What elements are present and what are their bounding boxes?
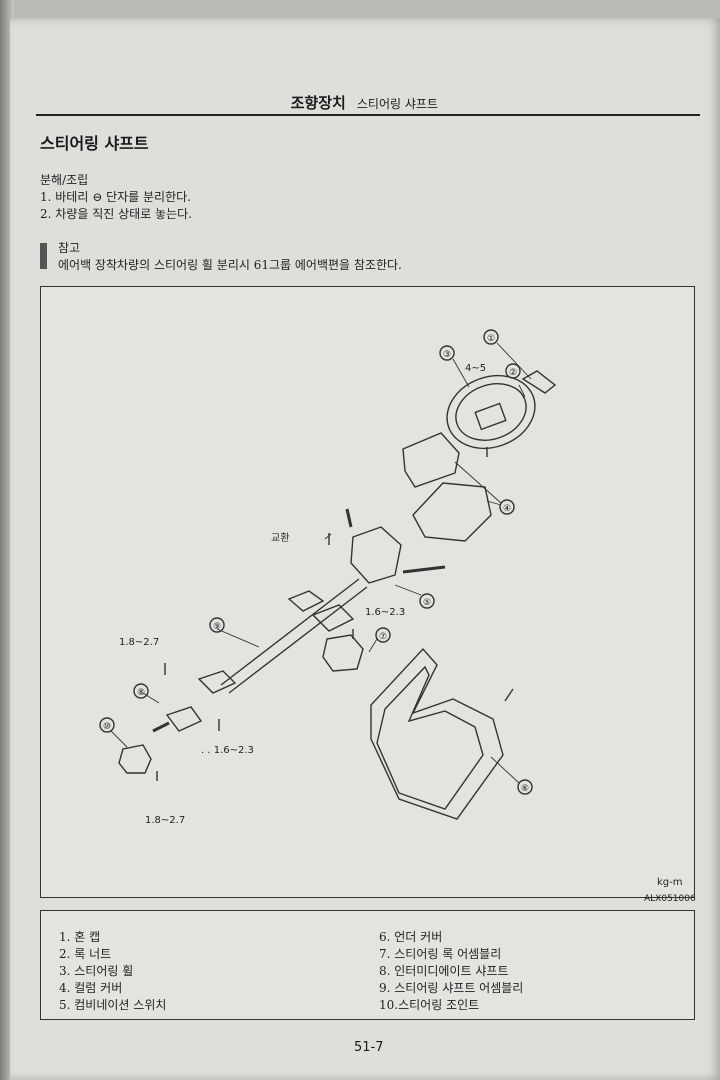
legend-item: 3. 스티어링 휠 <box>59 964 134 978</box>
page-header: 조향장치 스티어링 샤프트 <box>36 92 700 116</box>
note-marker <box>40 243 47 269</box>
callout-6: ⑥ <box>521 784 529 794</box>
legend-item: 1. 혼 캡 <box>59 930 101 944</box>
exploded-diagram: ① ② ③ ④ ⑤ ⑥ ⑦ ⑧ ⑨ ⑩ 4~5 1.6~2.3 1.8~2.7 … <box>99 329 683 888</box>
legend-item: 9. 스티어링 샤프트 어셈블리 <box>379 981 524 995</box>
steering-joint-drawing <box>118 744 152 774</box>
note-label: 참고 <box>58 241 81 255</box>
exploded-view-figure: ① ② ③ ④ ⑤ ⑥ ⑦ ⑧ ⑨ ⑩ 4~5 1.6~2.3 1.8~2.7 … <box>40 286 695 898</box>
callout-7: ⑦ <box>379 632 387 642</box>
legend-item: 10.스티어링 조인트 <box>379 998 480 1012</box>
under-cover-drawing <box>370 647 504 820</box>
legend-column-2: 6. 언더 커버 7. 스티어링 록 어셈블리 8. 인터미디에이트 샤프트 9… <box>379 929 523 1014</box>
callout-labels: ① ② ③ ④ ⑤ ⑥ ⑦ ⑧ ⑨ ⑩ <box>103 334 529 794</box>
leader-lines <box>110 342 532 784</box>
callout-10: ⑩ <box>103 722 111 732</box>
header-chapter: 조향장치 <box>290 94 346 112</box>
procedure-step-2: 2. 차량을 직진 상태로 놓는다. <box>40 207 192 221</box>
legend-item: 6. 언더 커버 <box>379 930 443 944</box>
steering-shaft-drawing <box>220 578 368 694</box>
legend-item: 4. 컬럼 커버 <box>59 981 123 995</box>
torque-4-5: 4~5 <box>465 363 486 374</box>
combination-switch-drawing <box>345 508 446 584</box>
legend-item: 8. 인터미디에이트 샤프트 <box>379 964 509 978</box>
header-topic: 스티어링 샤프트 <box>356 97 438 111</box>
section-title: 스티어링 샤프트 <box>40 134 149 153</box>
parts-legend: 1. 혼 캡 2. 록 너트 3. 스티어링 휠 4. 컬럼 커버 5. 컴비네… <box>40 910 695 1020</box>
legend-item: 7. 스티어링 록 어셈블리 <box>379 947 502 961</box>
torque-label-b: 1.8~2.7 <box>119 637 159 648</box>
legend-item: 5. 컴비네이션 스위치 <box>59 998 167 1012</box>
legend-item: 2. 록 너트 <box>59 947 112 961</box>
callout-4: ④ <box>503 504 511 514</box>
note-text: 에어백 장착차량의 스티어링 휠 분리시 61그룹 에어백편을 참조한다. <box>58 258 402 272</box>
bolts <box>156 533 514 781</box>
callout-3: ③ <box>443 350 451 360</box>
callout-5: ⑤ <box>423 598 431 608</box>
callout-8: ⑧ <box>137 688 145 698</box>
column-cover-lower-drawing <box>412 482 492 542</box>
torque-labels: 4~5 1.6~2.3 1.8~2.7 . . 1.6~2.3 1.8~2.7 … <box>119 363 683 888</box>
replace-label: 교환 <box>271 532 289 544</box>
column-cover-upper-drawing <box>402 432 460 488</box>
torque-label-a: 1.6~2.3 <box>365 607 405 618</box>
torque-label-d: 1.8~2.7 <box>145 815 185 826</box>
note-block: 참고 에어백 장착차량의 스티어링 휠 분리시 61그룹 에어백편을 참조한다. <box>58 240 402 274</box>
procedure-step-1: 1. 바테리 ⊖ 단자를 분리한다. <box>40 190 191 204</box>
procedure-block: 분해/조립 1. 바테리 ⊖ 단자를 분리한다. 2. 차량을 직진 상태로 놓… <box>40 172 192 223</box>
steering-lock-drawing <box>322 634 364 672</box>
callout-circles <box>99 329 533 795</box>
unit-label: kg-m <box>657 877 683 888</box>
figure-code: ALX051006 <box>644 894 696 904</box>
procedure-heading: 분해/조립 <box>40 173 89 187</box>
legend-column-1: 1. 혼 캡 2. 록 너트 3. 스티어링 휠 4. 컬럼 커버 5. 컴비네… <box>59 929 166 1014</box>
callout-1: ① <box>487 334 495 344</box>
callout-9: ⑨ <box>213 622 221 632</box>
steering-wheel-drawing <box>446 370 557 457</box>
intermediate-shaft-drawing <box>152 670 237 733</box>
callout-2: ② <box>509 368 517 378</box>
page-number: 51-7 <box>354 1040 384 1055</box>
torque-label-c: . . 1.6~2.3 <box>201 745 254 756</box>
